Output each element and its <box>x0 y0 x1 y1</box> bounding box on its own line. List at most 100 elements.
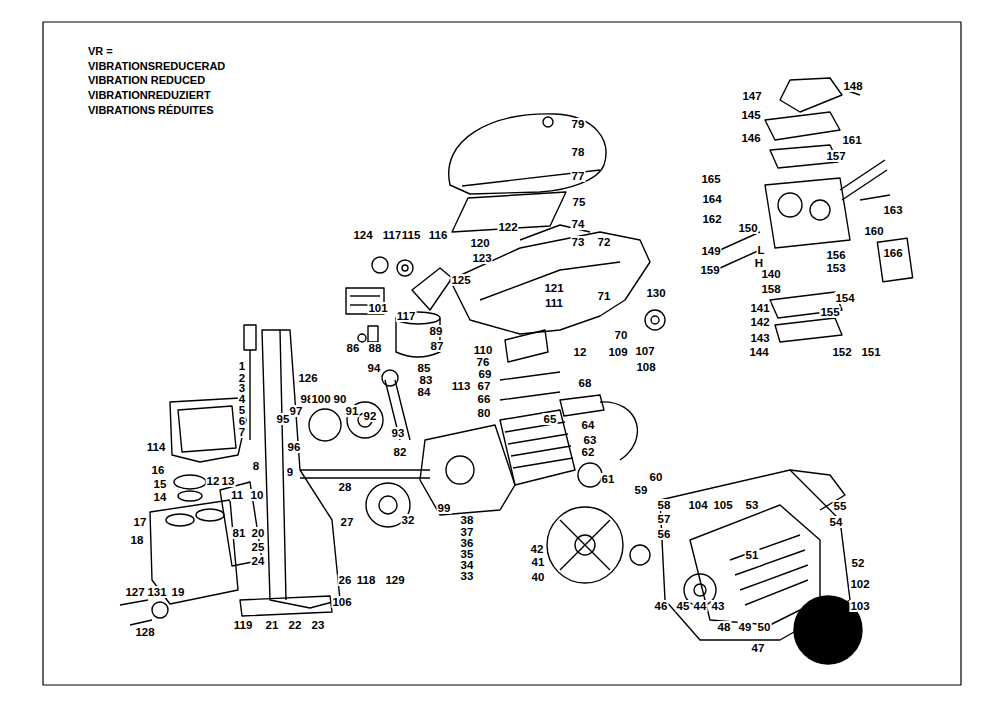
callout-number: 88 <box>368 342 383 354</box>
callout-number: 121 <box>543 282 564 294</box>
callout-number: 79 <box>571 118 586 130</box>
callout-number: 104 <box>687 499 708 511</box>
callout-number: 155 <box>819 306 840 318</box>
callout-number: 146 <box>740 132 761 144</box>
callout-number: 52 <box>851 557 866 569</box>
callout-number: 70 <box>614 329 629 341</box>
callout-number: 96 <box>287 441 302 453</box>
callout-number: 91 <box>345 405 360 417</box>
callout-number: 10 <box>250 489 265 501</box>
callout-number: 103 <box>849 600 870 612</box>
callout-number: 9 <box>286 466 294 478</box>
callout-number: 100 <box>310 393 331 405</box>
callout-number: 117 <box>396 310 417 322</box>
callout-number: 143 <box>749 332 770 344</box>
callout-number: 77 <box>571 170 586 182</box>
header-text: VIBRATIONS RÉDUITES <box>88 104 214 117</box>
callout-number: 142 <box>749 316 770 328</box>
callout-number: 12 <box>573 346 588 358</box>
callout-number: 26 <box>338 574 353 586</box>
callout-number: 66 <box>477 393 492 405</box>
callout-number: 68 <box>578 377 593 389</box>
callout-number: 159 <box>699 264 720 276</box>
callout-number: 92 <box>363 410 378 422</box>
callout-number: 85 <box>417 362 432 374</box>
callout-number: 14 <box>153 491 168 503</box>
callout-number: 25 <box>251 541 266 553</box>
callout-number: 42 <box>530 543 545 555</box>
callout-number: 82 <box>393 446 408 458</box>
callout-number: 165 <box>700 173 721 185</box>
callout-number: 93 <box>391 427 406 439</box>
callout-number: 111 <box>544 297 564 309</box>
callout-number: 125 <box>450 274 471 286</box>
callout-number: 13 <box>221 475 236 487</box>
callout-number: 110 <box>473 344 494 356</box>
callout-number: 55 <box>833 500 848 512</box>
callout-number: 108 <box>635 361 656 373</box>
callout-number: 56 <box>657 528 672 540</box>
callout-number: 122 <box>497 221 518 233</box>
callout-number: 147 <box>741 90 762 102</box>
callout-number: 123 <box>471 252 492 264</box>
callout-number: 161 <box>841 134 862 146</box>
callout-number: 141 <box>749 302 770 314</box>
callout-number: 38 <box>460 514 475 526</box>
callout-number: 21 <box>265 619 280 631</box>
callout-number: 95 <box>276 413 291 425</box>
callout-number: 90 <box>333 393 348 405</box>
callout-number: 102 <box>849 578 870 590</box>
callout-number: 63 <box>583 434 598 446</box>
callout-number: 27 <box>340 516 355 528</box>
callout-number: 64 <box>581 419 596 431</box>
callout-number: 80 <box>477 407 492 419</box>
callout-number: 45 <box>676 600 691 612</box>
callout-number: 144 <box>748 346 769 358</box>
header-text: VIBRATION REDUCED <box>88 74 205 87</box>
callout-number: 157 <box>825 150 846 162</box>
callout-number: 101 <box>367 302 388 314</box>
callout-number: 50 <box>757 621 772 633</box>
callout-number: 114 <box>146 441 167 453</box>
callout-number: 153 <box>825 262 846 274</box>
callout-number: 57 <box>657 513 672 525</box>
callout-number: 97 <box>289 405 304 417</box>
callout-number: 7 <box>238 426 246 438</box>
callout-number: 15 <box>153 478 168 490</box>
callout-number: 22 <box>288 619 303 631</box>
callout-number: 148 <box>842 80 863 92</box>
callout-number: 58 <box>657 499 672 511</box>
callout-number: 33 <box>460 570 475 582</box>
callout-number: 152 <box>831 346 852 358</box>
callout-number: 128 <box>134 626 155 638</box>
callout-number: 8 <box>252 460 260 472</box>
callout-number: 54 <box>829 516 844 528</box>
callout-number: 124 <box>352 229 373 241</box>
callout-number: 84 <box>417 386 432 398</box>
callout-number: 94 <box>367 362 382 374</box>
callout-number: 1 <box>238 360 246 372</box>
callout-number: 67 <box>477 380 492 392</box>
callout-number: 28 <box>338 481 353 493</box>
callout-number: 47 <box>751 642 766 654</box>
callout-number: 86 <box>346 342 361 354</box>
callout-number: 117 <box>382 229 403 241</box>
callout-number: 163 <box>882 204 903 216</box>
callout-number: 75 <box>572 196 587 208</box>
callout-number: 40 <box>531 571 546 583</box>
callout-number: 46 <box>654 600 669 612</box>
callout-number: 166 <box>882 247 903 259</box>
header-text: VR = <box>88 45 113 58</box>
callout-number: 150 <box>737 222 758 234</box>
callout-number: 106 <box>331 596 352 608</box>
callout-number: 43 <box>711 600 726 612</box>
callout-number: 16 <box>151 464 166 476</box>
callout-number: 162 <box>701 213 722 225</box>
callout-number: 145 <box>740 109 761 121</box>
callout-number: 62 <box>581 446 596 458</box>
callout-number: 107 <box>634 345 655 357</box>
callout-number: 74 <box>571 218 586 230</box>
callout-number: 151 <box>860 346 881 358</box>
callout-number: 73 <box>571 236 586 248</box>
callout-number: 116 <box>428 229 449 241</box>
